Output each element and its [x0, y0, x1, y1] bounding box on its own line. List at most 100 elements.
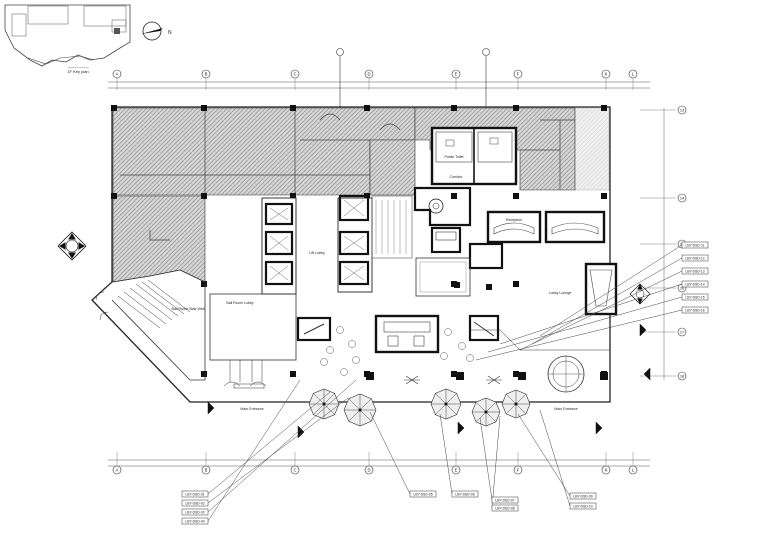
chair: [340, 368, 348, 376]
public-toilet-block: Public Toilet Corridor: [430, 126, 518, 186]
svg-text:LBY-DSD-01: LBY-DSD-01: [185, 492, 204, 496]
grid-axis-top-f: F: [513, 69, 523, 90]
grid-axis-label: A: [116, 468, 119, 473]
column: [201, 281, 207, 287]
column: [290, 193, 296, 199]
grid-axis-label: K: [605, 468, 608, 473]
svg-text:LBY-DSD-08: LBY-DSD-08: [495, 506, 514, 510]
umbrella-icon: [430, 388, 462, 420]
key-plan: 1F Key plan ——————: [4, 4, 131, 74]
detail-refs-bottom: LBY-DSD-05 LBY-DSD-06LBY-DSD-07LBY-DSD-08…: [409, 490, 597, 512]
svg-text:N: N: [168, 30, 172, 36]
grid-axis-top-l: L: [628, 69, 638, 90]
svg-text:LBY-DSD-06: LBY-DSD-06: [455, 492, 474, 496]
grid-axis-right-14: 14: [640, 193, 687, 203]
detail-ref-tag: LBY-DSD-02: [181, 499, 209, 507]
room-label-ballroom-lobby: Ball Room Lobby: [226, 301, 254, 305]
grid-axis-label: 16: [680, 287, 684, 291]
svg-text:LBY-DSD-11: LBY-DSD-11: [685, 243, 704, 247]
grid-axis-right-13: 13: [640, 105, 687, 115]
svg-text:LBY-DSD-12: LBY-DSD-12: [685, 256, 704, 260]
grid-axis-label: 14: [680, 197, 684, 201]
chair: [326, 346, 334, 354]
room-label-lobby-lounge: Lobby Lounge: [549, 291, 572, 295]
grid-axis-label: E: [455, 72, 458, 77]
grid-axis-label: K: [605, 72, 608, 77]
main-entrance-right-label: Main Entrance: [554, 407, 577, 411]
detail-leader-lines: [207, 244, 683, 522]
grid-axis-bottom-k: K: [601, 452, 611, 475]
lounge-furniture: [296, 314, 500, 376]
chair: [320, 358, 328, 366]
top-callouts: [336, 48, 490, 108]
chair: [348, 340, 356, 348]
umbrella-icon: [471, 397, 501, 427]
grid-axis-bottom-f: F: [513, 452, 523, 475]
detail-ref-tag: LBY-DSD-12: [681, 254, 709, 262]
grid-axis-bottom-c: C: [290, 452, 300, 475]
chair: [336, 326, 344, 334]
svg-text:LBY-DSD-02: LBY-DSD-02: [185, 501, 204, 505]
grid-axis-label: 18: [680, 375, 684, 379]
column: [290, 371, 296, 377]
chair: [458, 342, 466, 350]
detail-ref-tag: LBY-DSD-07: [491, 496, 519, 504]
svg-text:LBY-DSD-15: LBY-DSD-15: [685, 295, 704, 299]
room-label-public-toilet: Public Toilet: [444, 155, 463, 159]
detail-ref-tag: LBY-DSD-09: [569, 492, 597, 500]
grid-axis-top-k: K: [601, 69, 611, 90]
umbrella-icon: [501, 389, 531, 419]
ballroom-area: [91, 269, 297, 389]
column: [364, 105, 370, 111]
room-label-corridor: Corridor: [450, 175, 464, 179]
grid-axis-label: 13: [680, 109, 684, 113]
column: [601, 193, 607, 199]
svg-text:LBY-DSD-05: LBY-DSD-05: [413, 492, 432, 496]
grid-axis-label: E: [455, 468, 458, 473]
detail-ref-tag: LBY-DSD-04: [181, 517, 209, 525]
chair: [466, 354, 474, 362]
svg-text:LBY-DSD-07: LBY-DSD-07: [495, 498, 514, 502]
detail-ref-tag: LBY-DSD-06: [451, 490, 479, 498]
chair: [440, 352, 448, 360]
grid-axis-label: C: [293, 72, 296, 77]
column: [290, 105, 296, 111]
svg-text:LBY-DSD-09: LBY-DSD-09: [573, 494, 592, 498]
north-arrow-icon: N: [141, 21, 172, 41]
umbrella-icon: [343, 393, 377, 427]
detail-ref-tag: LBY-DSD-16: [681, 306, 709, 314]
svg-text:LBY-DSD-16: LBY-DSD-16: [685, 308, 704, 312]
detail-ref-tag: LBY-DSD-01: [181, 490, 209, 498]
detail-ref-tag: LBY-DSD-11: [681, 241, 709, 249]
column: [111, 105, 117, 111]
column: [601, 105, 607, 111]
column: [513, 281, 519, 287]
grid-axis-top-c: C: [290, 69, 300, 90]
grid-axis-right-17: 17: [640, 327, 687, 337]
grid-axis-top-a: A: [112, 69, 122, 90]
grid-axis-label: A: [116, 72, 119, 77]
grid-axis-bottom-l: L: [628, 452, 638, 475]
grid-axis-label: D: [367, 468, 370, 473]
feature-round-table: [470, 329, 610, 393]
column: [201, 105, 207, 111]
grid-axis-bottom-b: B: [201, 452, 211, 475]
grid-axis-label: L: [632, 72, 635, 77]
svg-text:LBY-DSD-10: LBY-DSD-10: [573, 504, 592, 508]
chair: [352, 356, 360, 364]
reception-area: Reception: [486, 210, 606, 244]
detail-refs-right: LBY-DSD-11LBY-DSD-12LBY-DSD-13LBY-DSD-14…: [681, 241, 709, 314]
outdoor-umbrellas: [308, 388, 531, 427]
detail-ref-tag: LBY-DSD-14: [681, 280, 709, 288]
column: [513, 371, 519, 377]
detail-ref-tag: LBY-DSD-08: [491, 504, 519, 512]
grid-axis-label: B: [205, 72, 208, 77]
grid-axes-top: [108, 81, 650, 467]
main-entrance-left-label: Main Entrance: [240, 407, 263, 411]
svg-text:LBY-DSD-04: LBY-DSD-04: [185, 519, 204, 523]
detail-ref-tag: LBY-DSD-03: [181, 508, 209, 516]
